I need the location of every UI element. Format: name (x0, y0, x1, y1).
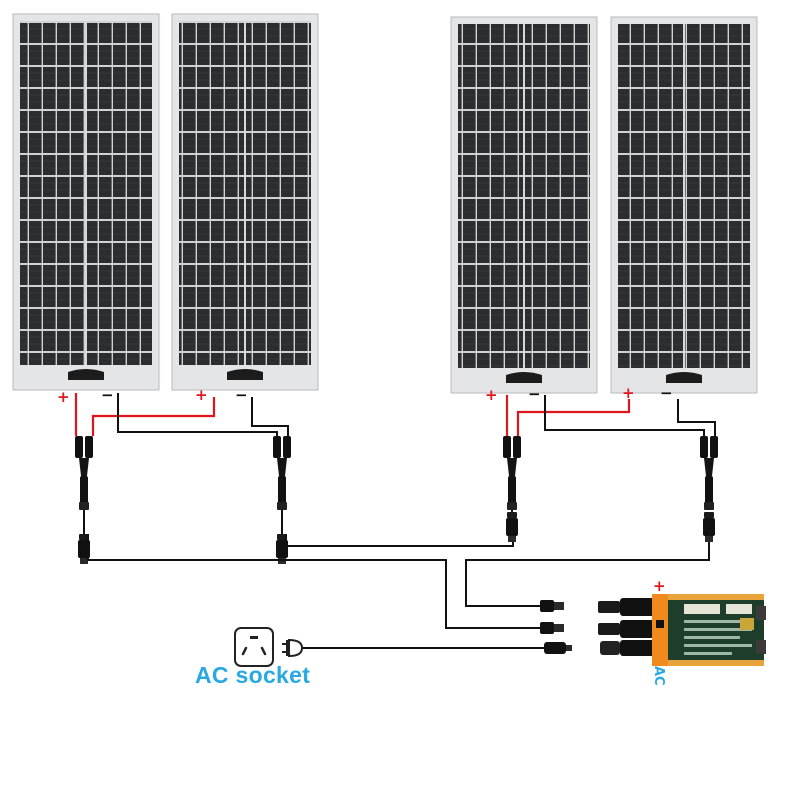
panel-2-plus-label: + (195, 386, 208, 404)
trunk-connector-1 (540, 600, 564, 612)
inverter-ac-label: AC (651, 666, 666, 686)
group-b-positive-wires (505, 395, 631, 436)
ac-plug-icon (282, 638, 304, 658)
panel-3-plus-label: + (485, 386, 498, 404)
panel-4-plus-label: + (622, 384, 635, 402)
panel-4-minus-label: − (660, 384, 673, 402)
inverter-plus-label: + (653, 577, 666, 595)
panel-3-minus-label: − (528, 385, 541, 403)
group-b-negative-wires (544, 395, 716, 436)
y-branch-connector-b-negative (700, 436, 718, 542)
group-a-negative-wires (117, 393, 289, 436)
ac-outlet-icon (234, 627, 274, 667)
solar-panel-1 (12, 13, 160, 391)
solar-panel-2 (171, 13, 319, 391)
y-branch-connector-a-positive (75, 436, 93, 564)
panel-1-minus-label: − (101, 386, 114, 404)
ac-socket-label: AC socket (195, 662, 311, 688)
y-branch-connector-a-negative (273, 436, 291, 564)
solar-panel-4 (610, 16, 758, 394)
panel-1-plus-label: + (57, 388, 70, 406)
solar-panel-3 (450, 16, 598, 394)
panel-2-minus-label: − (235, 386, 248, 404)
micro-inverter-icon (598, 594, 766, 666)
trunk-cables (87, 534, 710, 649)
y-branch-connector-b-positive (503, 436, 521, 542)
group-a-positive-wires (74, 393, 216, 436)
trunk-connector-2 (540, 622, 564, 634)
ac-cable-connector (544, 642, 572, 654)
